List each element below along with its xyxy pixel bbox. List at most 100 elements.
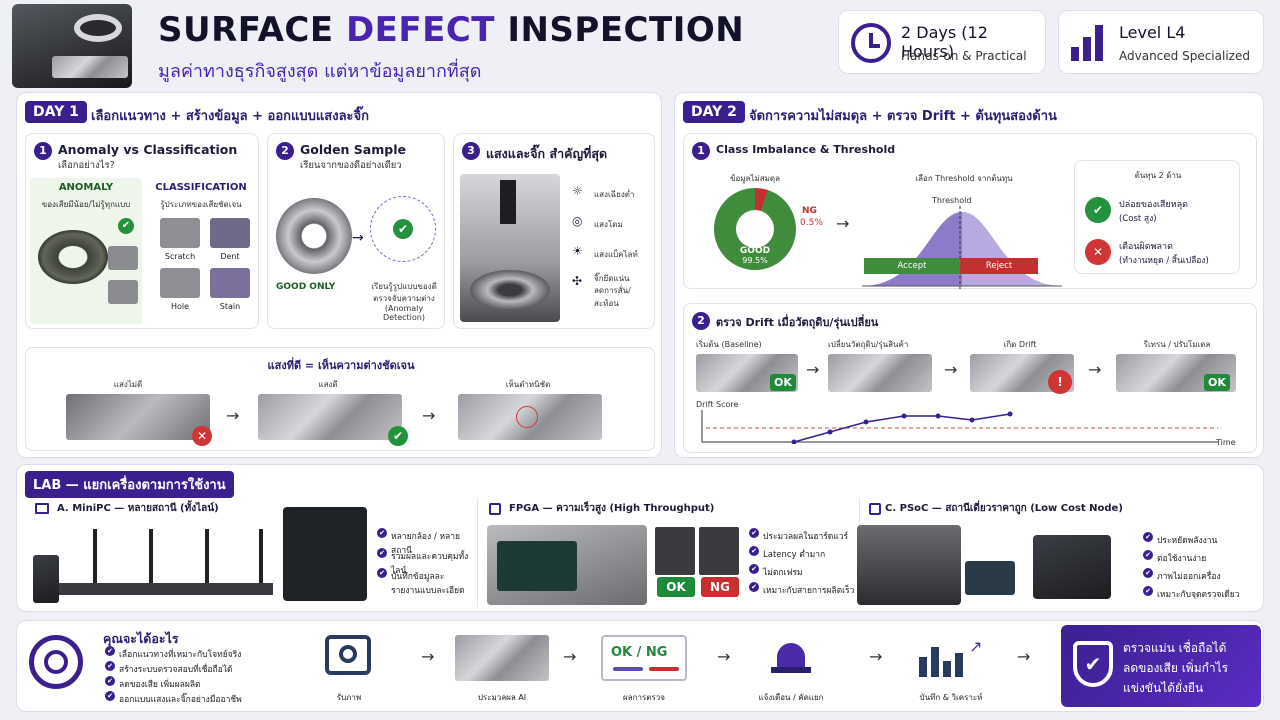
- arrow-icon: →: [944, 360, 958, 379]
- golden-sample-box: 2 Golden Sample เรียนจากของดีอย่างเดียว …: [267, 133, 445, 329]
- drift-step: เปลี่ยนวัตถุดิบ/รุ่นสินค้า: [828, 340, 909, 349]
- ng-pct: 0.5%: [800, 218, 823, 228]
- footer-bullet: สร้างระบบตรวจสอบที่เชื่อถือได้: [105, 661, 275, 676]
- page-subtitle: มูลค่าทางธุรกิจสูงสุด แต่หาข้อมูลยากที่ส…: [158, 61, 482, 82]
- class-sub: รู้ประเภทของเสียชัดเจน: [160, 200, 242, 209]
- final-benefit-box: ✔ ตรวจแม่น เชื่อถือได้ ลดของเสีย เพิ่มกำ…: [1061, 625, 1261, 707]
- step-number: 2: [276, 142, 294, 160]
- ok-badge: OK: [770, 374, 796, 391]
- drift-step: เกิด Drift: [1003, 340, 1037, 349]
- x-icon: ✕: [1085, 239, 1111, 265]
- light-item: แสงเฉียงต่ำ: [594, 190, 635, 199]
- learn-label: เรียนรู้รูปแบบของดี: [371, 282, 437, 291]
- psoc-station-image: [857, 525, 961, 605]
- flow-label: ประมวลผล AI: [477, 693, 527, 702]
- step-number: 1: [692, 142, 710, 160]
- duration-card: 2 Days (12 Hours) Hands-on & Practical: [838, 10, 1046, 74]
- psoc-icon: [869, 503, 881, 515]
- s1-title: Anomaly vs Classification: [58, 142, 238, 157]
- psoc-board-image: [965, 561, 1015, 595]
- drift-step: เริ่มต้น (Baseline): [696, 340, 762, 349]
- duration-sub: Hands-on & Practical: [901, 49, 1027, 63]
- dent-image: [210, 218, 250, 248]
- arrow-icon: →: [717, 647, 731, 666]
- imbalance-title: Class Imbalance & Threshold: [716, 143, 896, 156]
- flow-label: รับภาพ: [336, 693, 362, 702]
- golden-ring-image: [276, 198, 352, 274]
- warning-icon: !: [1048, 370, 1072, 394]
- defect-label: Scratch: [164, 252, 196, 261]
- defect-label: Hole: [170, 302, 190, 311]
- threshold-label: Threshold: [932, 196, 972, 205]
- light-item: จิ๊กยึดแน่น: [594, 274, 630, 283]
- alarm-icon: [771, 635, 811, 675]
- lab-b-bullet: ประมวลผลในฮาร์ดแวร์: [749, 528, 859, 543]
- good-light-image: [258, 394, 402, 440]
- footer-bullet: เลือกแนวทางที่เหมาะกับโจทย์จริง: [105, 646, 275, 661]
- arrow-icon: →: [422, 406, 436, 425]
- ring-part-image: [38, 230, 108, 284]
- scratch-image: [160, 218, 200, 248]
- threshold-curve: [862, 206, 1062, 290]
- false-sub: (ทำงานหยุด / สิ้นเปลือง): [1119, 256, 1209, 266]
- day2-panel: DAY 2 จัดการความไม่สมดุล + ตรวจ Drift + …: [674, 92, 1264, 458]
- lab-c-bullet: ประหยัดพลังงาน: [1143, 532, 1255, 547]
- x-icon: ✕: [192, 426, 212, 446]
- good-pct: 99.5%: [742, 256, 768, 265]
- ai-processor-image: [455, 635, 549, 681]
- arrow-icon: →: [1017, 647, 1031, 666]
- fpga-ng-image: [699, 527, 739, 575]
- good-light-title: แสงที่ดี = เห็นความต่างชัดเจน: [267, 359, 415, 372]
- choose-threshold-label: เลือก Threshold จากต้นทุน: [915, 174, 1013, 183]
- good-light-box: แสงที่ดี = เห็นความต่างชัดเจน แสงไม่ดี แ…: [25, 347, 655, 451]
- arrow-icon: →: [869, 647, 883, 666]
- drift-score-chart: [701, 410, 1218, 444]
- good-light-label: แสงดี: [318, 380, 338, 389]
- accept-bar: Accept: [864, 258, 960, 274]
- lab-tag: LAB — แยกเครื่องตามการใช้งาน: [25, 471, 234, 498]
- check-label: ตรวจจับความต่าง: [373, 294, 435, 303]
- final-line: ตรวจแม่น เชื่อถือได้: [1123, 641, 1227, 655]
- monitor-icon: [35, 503, 49, 514]
- material-change-image: [828, 354, 932, 392]
- bad-light-image: [66, 394, 210, 440]
- drift-score-label: Drift Score: [696, 400, 739, 409]
- clear-defect-label: เห็นตำหนิชัด: [505, 380, 551, 389]
- level-title: Level L4: [1119, 23, 1186, 42]
- lab-c-bullet: เหมาะกับจุดตรวจเดียว: [1143, 586, 1255, 601]
- footer-panel: คุณจะได้อะไร เลือกแนวทางที่เหมาะกับโจทย์…: [16, 620, 1264, 712]
- check-icon: ✔: [118, 218, 134, 234]
- light-item: แสงแบ็คไลท์: [594, 250, 638, 259]
- anomaly-det-label: (Anomaly Detection): [383, 304, 425, 322]
- level-sub: Advanced Specialized: [1119, 49, 1250, 63]
- miss-label: ปล่อยของเสียหลุด: [1119, 200, 1188, 210]
- low-angle-light-icon: ☼: [572, 184, 583, 198]
- ng-badge: NG: [701, 577, 739, 597]
- cost-box: ต้นทุน 2 ด้าน ✔ ปล่อยของเสียหลุด (Cost ส…: [1074, 160, 1240, 274]
- day1-tag: DAY 1: [25, 101, 87, 123]
- drift-title: ตรวจ Drift เมื่อวัตถุดิบ/รุ่นเปลี่ยน: [716, 316, 879, 329]
- page-title: SURFACE DEFECT INSPECTION: [158, 10, 744, 50]
- lab-c-bullet: ภาพไม่ออกเครื่อง: [1143, 568, 1255, 583]
- title-part-c: INSPECTION: [494, 10, 745, 50]
- miss-sub: (Cost สูง): [1119, 214, 1157, 224]
- flow-label: ผลการตรวจ: [623, 693, 665, 702]
- miniPC-line-image: [33, 525, 273, 605]
- okng-label: OK / NG: [611, 645, 668, 660]
- defect-label: Dent: [220, 252, 240, 261]
- lab-b-bullet: เหมาะกับสายการผลิตเร็ว: [749, 582, 859, 597]
- false-label: เตือนผิดพลาด: [1119, 242, 1173, 252]
- imbalance-box: 1 Class Imbalance & Threshold ข้อมูลไม่ส…: [683, 133, 1257, 290]
- arrow-icon: →: [226, 406, 240, 425]
- clock-icon: [851, 23, 891, 63]
- good-only-label: GOOD ONLY: [276, 282, 336, 292]
- flow-label: บันทึก & วิเคราะห์: [919, 693, 983, 702]
- analytics-icon: ↗: [913, 633, 993, 679]
- day1-panel: DAY 1 เลือกแนวทาง + สร้างข้อมูล + ออกแบบ…: [16, 92, 662, 458]
- anomaly-sub: ของเสียมีน้อย/ไม่รู้ทุกแบบ: [41, 200, 131, 209]
- stain-image: [210, 268, 250, 298]
- arrow-icon: →: [421, 647, 435, 666]
- light-item: แสงโดม: [594, 220, 623, 229]
- lab-c-title: C. PSoC — สถานีเดี่ยวราคาถูก (Low Cost N…: [885, 503, 1123, 514]
- footer-title: คุณจะได้อะไร: [103, 631, 179, 646]
